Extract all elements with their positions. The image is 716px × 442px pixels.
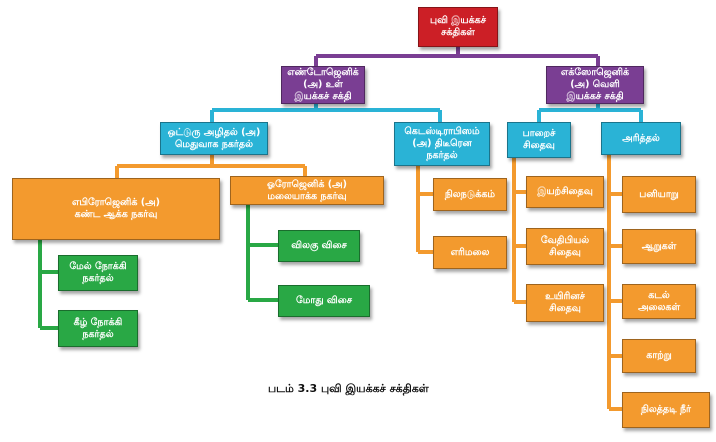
node-rivers: ஆறுகள் xyxy=(622,229,696,264)
node-exogenic: எக்ஸோஜெனிக் (அ) வெளி இயக்கச் சக்தி xyxy=(546,66,644,104)
node-wind: காற்று xyxy=(622,339,696,373)
node-sudden-movements: கெடஸ்டிராபிஸம் (அ) திடீரென நகர்தல் xyxy=(394,122,490,166)
figure-caption: படம் 3.3 புவி இயக்கச் சக்திகள் xyxy=(268,382,429,395)
node-orogenic: ஓரோஜெனிக் (அ) மலையாக்க நகர்வு xyxy=(230,176,384,205)
node-endogenic: எண்டோஜெனிக் (அ) உள் இயக்கச் சக்தி xyxy=(281,66,365,104)
node-weathering: பாறைச் சிதைவு xyxy=(507,122,571,158)
node-volcano: எரிமலை xyxy=(433,236,507,269)
node-downward-movement: கீழ் நோக்கி நகர்தல் xyxy=(58,310,138,347)
node-upward-movement: மேல் நோக்கி நகர்தல் xyxy=(58,255,138,291)
node-physical-weathering: இயற்சிதைவு xyxy=(526,176,604,208)
node-sea-waves: கடல் அலைகள் xyxy=(622,284,696,319)
node-epeirogenic: எபிரோஜெனிக் (அ) கண்ட ஆக்க நகர்வு xyxy=(12,178,220,240)
node-endogenic-exogenic-forces: புவி இயக்கச் சக்திகள் xyxy=(418,7,498,47)
node-tension: விலகு விசை xyxy=(278,230,360,262)
node-compression: மோது விசை xyxy=(278,285,370,317)
node-groundwater: நிலத்தடி நீர் xyxy=(622,392,710,428)
node-earthquake: நிலநடுக்கம் xyxy=(433,178,507,211)
node-erosion: அரித்தல் xyxy=(601,122,681,155)
node-glacier: பனியாறு xyxy=(622,176,696,213)
node-slow-movements: ஒட்டுரு அழிதல் (அ) மெதுவாக நகர்தல் xyxy=(160,122,268,155)
node-biological-weathering: உயிரினச் சிதைவு xyxy=(526,284,604,322)
node-chemical-weathering: வேதிபியல் சிதைவு xyxy=(526,228,604,265)
